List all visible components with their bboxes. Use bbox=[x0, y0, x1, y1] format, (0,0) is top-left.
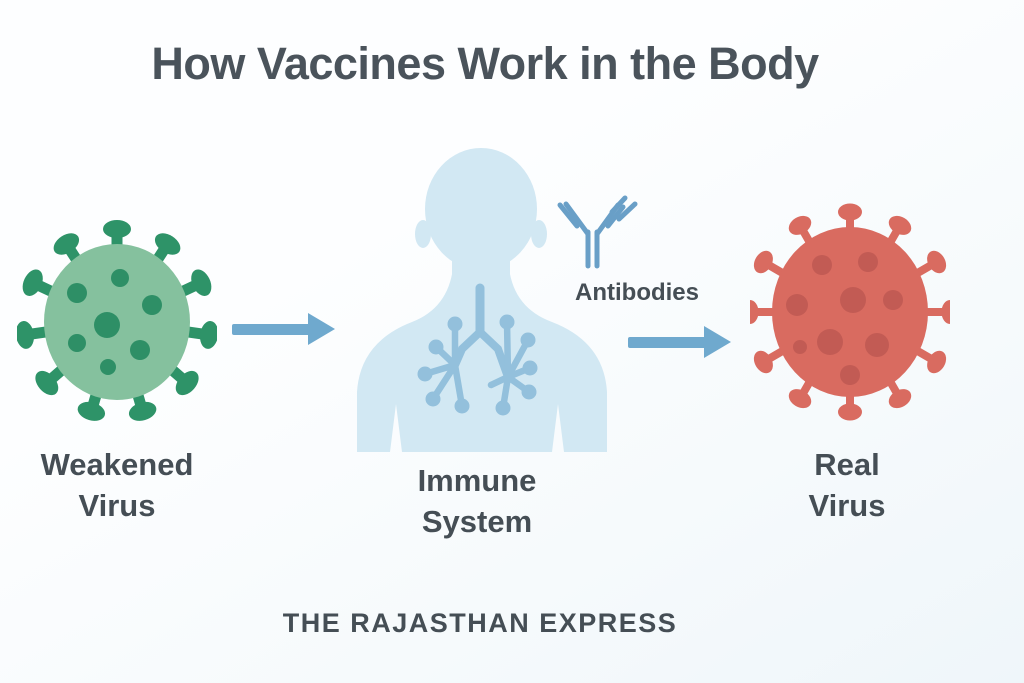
real-virus-label-line1: Real bbox=[814, 447, 880, 482]
immune-system-label-line2: System bbox=[421, 504, 533, 540]
antibodies-label: Antibodies bbox=[575, 279, 699, 306]
right-arrow-icon bbox=[232, 313, 335, 345]
immune-system-label: Immune System bbox=[377, 460, 577, 542]
weakened-virus-label-line1: Weakened bbox=[40, 447, 194, 482]
red-virus-icon bbox=[750, 203, 950, 421]
real-virus-label-line2: Virus bbox=[808, 488, 886, 524]
human-silhouette-lungs-icon bbox=[357, 148, 607, 452]
weakened-virus-label-line2: Virus bbox=[78, 488, 156, 524]
weakened-virus-label: Weakened Virus bbox=[17, 444, 217, 526]
green-virus-icon bbox=[17, 220, 217, 424]
page-title: How Vaccines Work in the Body bbox=[151, 38, 819, 89]
footer-credit: THE RAJASTHAN EXPRESS bbox=[282, 608, 678, 638]
immune-system-label-line1: Immune bbox=[417, 463, 537, 498]
right-arrow-icon bbox=[628, 326, 731, 358]
real-virus-label: Real Virus bbox=[747, 444, 947, 526]
antibody-y-icon bbox=[557, 195, 638, 269]
